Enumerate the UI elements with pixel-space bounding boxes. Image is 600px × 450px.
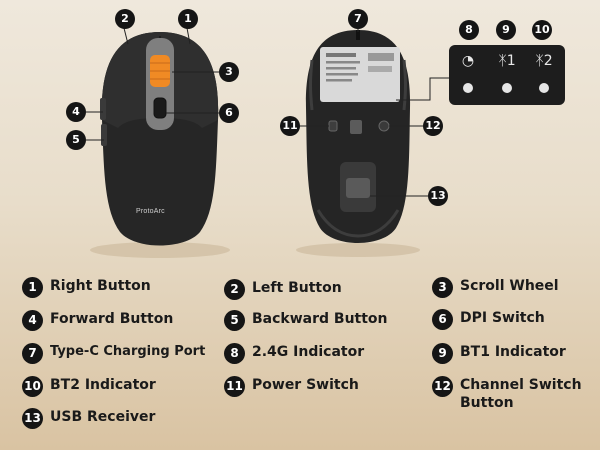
channel-switch-button	[378, 120, 390, 132]
legend-label: BT1 Indicator	[460, 344, 566, 360]
callout-12: 12	[423, 116, 443, 136]
power-switch	[328, 120, 338, 132]
legend-item-scroll-wheel: 3 Scroll Wheel	[432, 277, 559, 298]
dpi-switch	[153, 97, 167, 119]
legend-number: 8	[224, 343, 245, 364]
legend-label: Right Button	[50, 278, 151, 294]
legend-number: 9	[432, 343, 453, 364]
legend-item-bt1-indicator: 9 BT1 Indicator	[432, 343, 566, 364]
legend-label: Scroll Wheel	[460, 278, 559, 294]
legend-label: Backward Button	[252, 311, 388, 327]
indicator-panel: ◔ ᛡ1 ᛡ2	[449, 45, 565, 105]
callout-7: 7	[348, 9, 368, 29]
legend-item-forward-button: 4 Forward Button	[22, 310, 173, 331]
usb-receiver	[346, 178, 370, 198]
legend-label: Type-C Charging Port	[50, 344, 206, 359]
legend-item-dpi-switch: 6 DPI Switch	[432, 309, 545, 330]
legend-number: 7	[22, 343, 43, 364]
backward-button	[101, 124, 107, 146]
legend-item-backward-button: 5 Backward Button	[224, 310, 388, 331]
callout-8: 8	[459, 20, 479, 40]
legend-number: 12	[432, 376, 453, 397]
legend-item-left-button: 2 Left Button	[224, 279, 342, 300]
legend-label: 2.4G Indicator	[252, 344, 365, 360]
legend-item-2-4g-indicator: 8 2.4G Indicator	[224, 343, 364, 364]
legend-item-bt2-indicator: 10 BT2 Indicator	[22, 376, 156, 397]
led-bt1	[502, 83, 512, 93]
legend-label: BT2 Indicator	[50, 377, 156, 393]
legend-number: 11	[224, 376, 245, 397]
mouse-brand-logo: ProtoArc	[136, 208, 165, 215]
legend-number: 6	[432, 309, 453, 330]
legend-number: 2	[224, 279, 245, 300]
forward-button	[100, 98, 106, 120]
bluetooth-icon: ᛡ	[535, 53, 544, 69]
callout-5: 5	[66, 130, 86, 150]
legend-item-channel-switch: 12 Channel Switch Button	[432, 376, 592, 412]
bt1-indicator-icon: ᛡ1	[492, 53, 522, 69]
callout-10: 10	[532, 20, 552, 40]
callout-6: 6	[219, 103, 239, 123]
legend-number: 3	[432, 277, 453, 298]
callout-1: 1	[178, 9, 198, 29]
callout-2: 2	[115, 9, 135, 29]
mouse-illustration	[86, 24, 450, 258]
bluetooth-icon: ᛡ	[498, 53, 507, 69]
legend-label: DPI Switch	[460, 310, 545, 326]
wifi-icon: ◔	[461, 53, 475, 69]
legend-item-power-switch: 11 Power Switch	[224, 376, 359, 397]
led-2-4g	[463, 83, 473, 93]
legend-label: Left Button	[252, 280, 342, 296]
bt2-indicator-icon: ᛡ2	[529, 53, 559, 69]
legend-number: 13	[22, 408, 43, 429]
legend-item-usb-receiver: 13 USB Receiver	[22, 408, 155, 429]
led-bt2	[539, 83, 549, 93]
legend-number: 1	[22, 277, 43, 298]
bt2-label: 2	[543, 53, 553, 69]
legend-label: USB Receiver	[50, 409, 156, 425]
legend-item-right-button: 1 Right Button	[22, 277, 151, 298]
sensor	[350, 120, 362, 134]
bt1-label: 1	[506, 53, 516, 69]
callout-3: 3	[219, 62, 239, 82]
legend-label: Channel Switch Button	[460, 377, 582, 411]
legend-label: Power Switch	[252, 377, 359, 393]
mouse-bottom-view	[296, 24, 450, 257]
legend-label: Forward Button	[50, 311, 174, 327]
mouse-top-view	[86, 27, 230, 258]
legend-number: 10	[22, 376, 43, 397]
legend-item-type-c-port: 7 Type-C Charging Port	[22, 343, 205, 364]
legend-number: 4	[22, 310, 43, 331]
legend-number: 5	[224, 310, 245, 331]
callout-9: 9	[496, 20, 516, 40]
callout-11: 11	[280, 116, 300, 136]
callout-4: 4	[66, 102, 86, 122]
callout-13: 13	[428, 186, 448, 206]
